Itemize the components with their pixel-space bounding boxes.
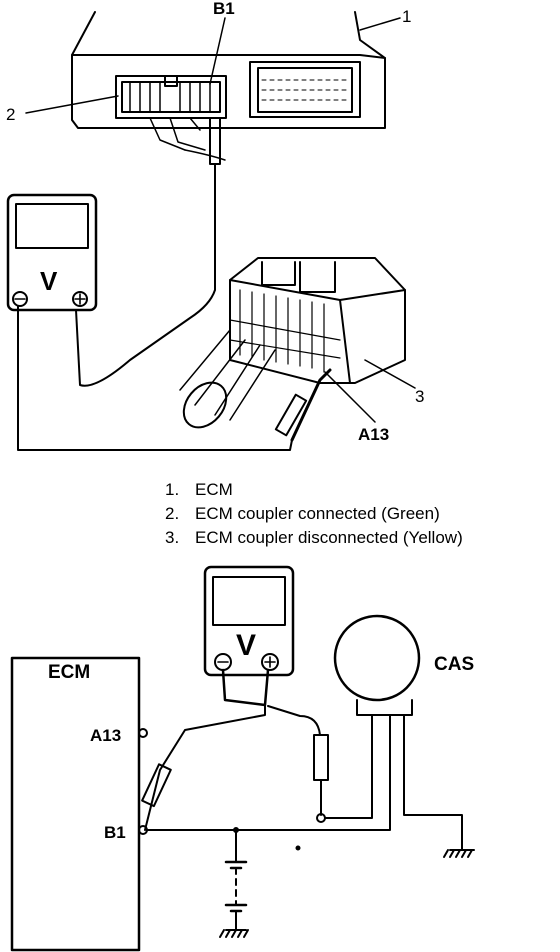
ecm-unit [71, 11, 386, 129]
legend-number: 1. [165, 480, 180, 499]
ground-circuit [146, 714, 391, 938]
pin-a13-label: A13 [90, 726, 121, 745]
legend-text: ECM coupler disconnected (Yellow) [195, 528, 463, 547]
cas-label: CAS [434, 654, 474, 675]
cas-sensor [333, 614, 475, 858]
legend-item: 1. ECM [165, 478, 463, 502]
ecm-coupler-disconnected [179, 257, 406, 442]
callout-3: 3 [415, 387, 424, 406]
callout-1: 1 [402, 7, 411, 26]
legend-number: 2. [165, 504, 180, 523]
legend-item: 3. ECM coupler disconnected (Yellow) [165, 526, 463, 550]
ecm-box [10, 656, 148, 952]
meter-top [6, 193, 98, 312]
pin-b1-label-top: B1 [213, 0, 235, 18]
leader-lines-top [25, 17, 416, 423]
probe-leads-bottom [141, 668, 329, 831]
legend-text: ECM coupler connected (Green) [195, 504, 440, 523]
pin-a13-label-top: A13 [358, 425, 389, 444]
probe-leads-top [17, 163, 293, 451]
legend-item: 2. ECM coupler connected (Green) [165, 502, 463, 526]
legend: 1. ECM 2. ECM coupler connected (Green) 3.… [165, 478, 463, 550]
meter-terminal-marks [14, 293, 276, 668]
pin-b1-label: B1 [104, 823, 126, 842]
meter-bottom [203, 565, 295, 677]
meter-v-symbol-top: V [40, 266, 58, 296]
meter-v-symbol: V [236, 629, 256, 662]
ecm-coupler-connected [115, 75, 227, 165]
legend-number: 3. [165, 528, 180, 547]
ecm-label: ECM [48, 662, 90, 683]
legend-text: ECM [195, 480, 233, 499]
callout-2: 2 [6, 105, 15, 124]
